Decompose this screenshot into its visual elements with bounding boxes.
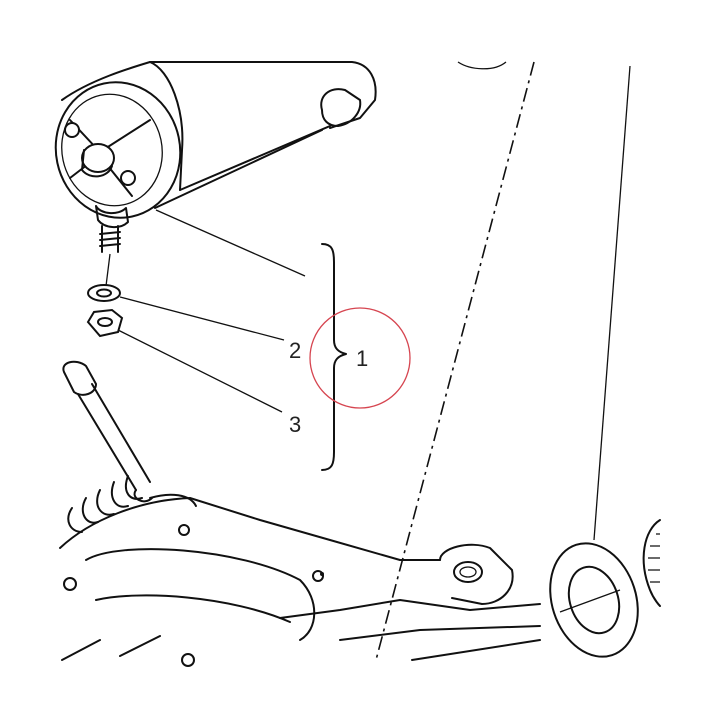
callout-washer: 2 bbox=[289, 338, 301, 363]
highlight-circle bbox=[309, 307, 411, 409]
starter-motor bbox=[54, 61, 377, 287]
callout-nut: 3 bbox=[289, 412, 301, 437]
nut-part bbox=[86, 308, 283, 413]
engine-casting bbox=[59, 475, 541, 667]
callout-assembly: 1 bbox=[356, 346, 368, 371]
shaft-line-right bbox=[593, 65, 631, 541]
grouping-brace bbox=[321, 243, 347, 471]
gear-edge bbox=[642, 519, 661, 607]
thrust-washer bbox=[549, 542, 639, 658]
lever-rod bbox=[62, 360, 153, 503]
washer-part bbox=[87, 284, 285, 341]
